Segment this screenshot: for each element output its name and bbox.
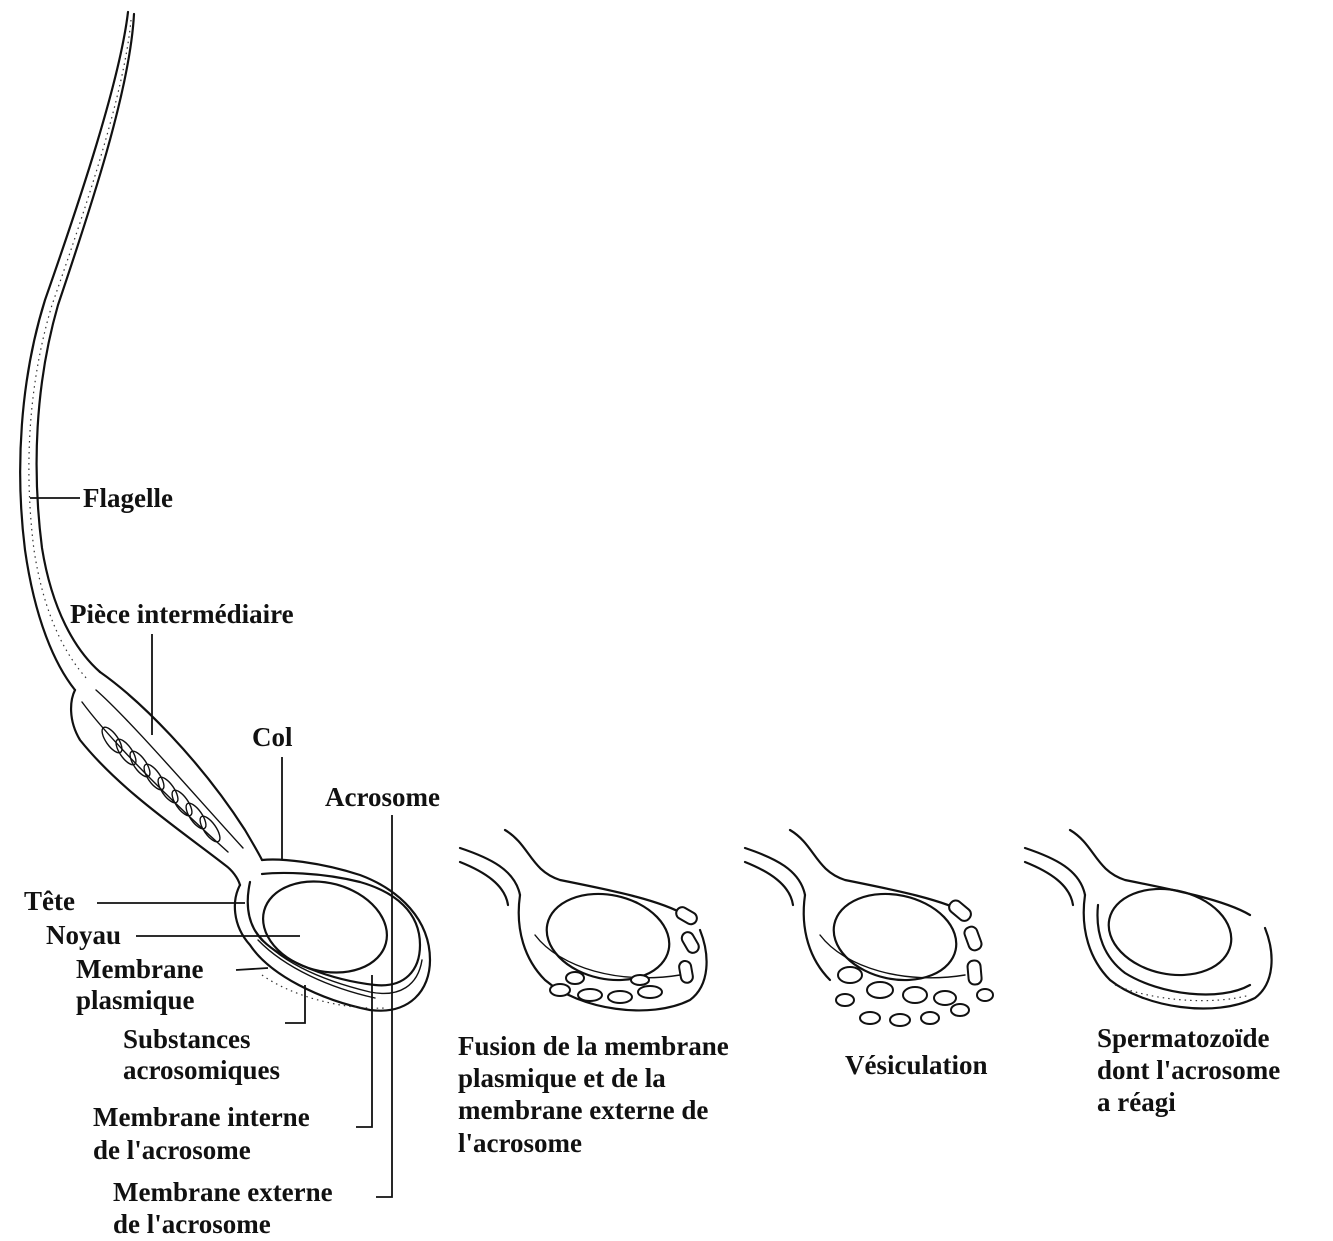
spermatozoon-full xyxy=(20,12,430,1011)
label-noyau: Noyau xyxy=(46,920,121,950)
sperm-head xyxy=(235,860,430,1011)
caption-fusion-3: membrane externe de xyxy=(458,1095,708,1125)
label-col: Col xyxy=(252,722,293,752)
label-piece-intermediaire: Pièce intermédiaire xyxy=(70,599,294,629)
mitochondrial-sheath xyxy=(98,724,223,844)
label-substances-2: acrosomiques xyxy=(123,1055,280,1085)
middle-piece xyxy=(71,672,262,885)
nucleus xyxy=(253,868,397,986)
label-membrane-interne-1: Membrane interne xyxy=(93,1102,310,1132)
label-acrosome: Acrosome xyxy=(325,782,440,812)
stage-fusion-drawing xyxy=(460,830,707,1010)
label-tete: Tête xyxy=(24,886,75,916)
caption-fusion-4: l'acrosome xyxy=(458,1128,582,1158)
stage-vesiculation-drawing xyxy=(745,830,993,1026)
label-membrane-interne-2: de l'acrosome xyxy=(93,1135,251,1165)
label-membrane-externe-2: de l'acrosome xyxy=(113,1209,271,1239)
label-membrane-plasmique-1: Membrane xyxy=(76,954,203,984)
caption-reagi-3: a réagi xyxy=(1097,1087,1176,1117)
stage-captions: Fusion de la membrane plasmique et de la… xyxy=(458,1023,1280,1158)
labels: Flagelle Pièce intermédiaire Col Acrosom… xyxy=(24,483,440,1239)
caption-fusion-2: plasmique et de la xyxy=(458,1063,666,1093)
caption-reagi-1: Spermatozoïde xyxy=(1097,1023,1269,1053)
caption-vesiculation: Vésiculation xyxy=(845,1050,988,1080)
flagellum xyxy=(20,12,134,690)
label-substances-1: Substances xyxy=(123,1024,251,1054)
caption-reagi-2: dont l'acrosome xyxy=(1097,1055,1280,1085)
caption-fusion-1: Fusion de la membrane xyxy=(458,1031,729,1061)
label-membrane-plasmique-2: plasmique xyxy=(76,985,195,1015)
label-membrane-externe-1: Membrane externe xyxy=(113,1177,333,1207)
label-flagelle: Flagelle xyxy=(83,483,173,513)
stage-reacted-drawing xyxy=(1025,830,1272,1008)
